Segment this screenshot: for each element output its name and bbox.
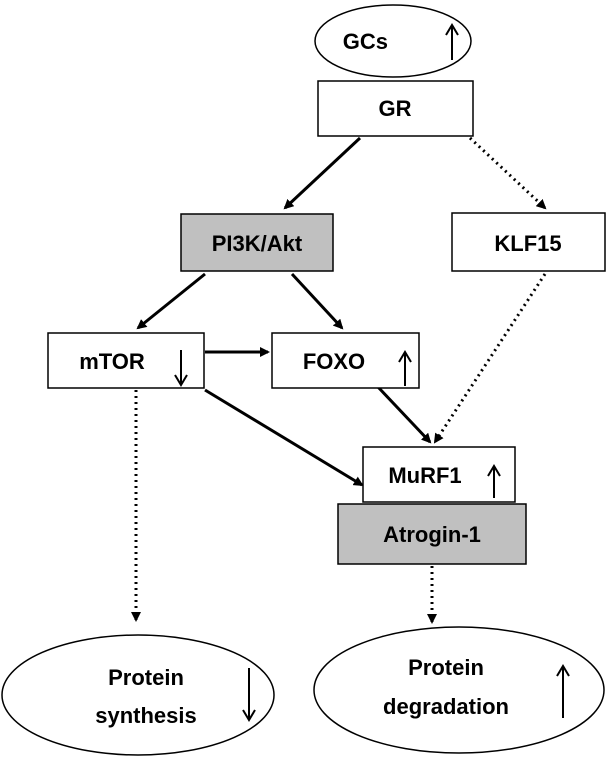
node-pi3k-akt: PI3K/Akt <box>180 213 334 272</box>
gr-label: GR <box>379 96 412 121</box>
node-murf1: MuRF1 <box>362 446 516 503</box>
pi3k-akt-label: PI3K/Akt <box>212 231 303 256</box>
edge-gr-klf15 <box>468 136 547 210</box>
edge-gr-pi3k <box>283 136 362 210</box>
edge-mtor-murf1 <box>204 388 364 487</box>
edge-klf15-murf1 <box>433 273 547 444</box>
protein-synthesis-line1: Protein <box>108 665 184 690</box>
node-protein-synthesis: Protein synthesis <box>1 634 275 756</box>
node-klf15: KLF15 <box>451 212 606 272</box>
down-arrow-icon <box>174 350 188 387</box>
protein-synthesis-line2: synthesis <box>95 703 197 728</box>
gcs-label: GCs <box>343 29 388 54</box>
node-gr: GR <box>317 80 474 137</box>
murf1-label: MuRF1 <box>388 463 461 488</box>
node-gcs: GCs <box>314 4 472 78</box>
foxo-label: FOXO <box>303 349 365 374</box>
node-mtor: mTOR <box>47 332 205 389</box>
up-arrow-icon <box>556 664 570 718</box>
mtor-label: mTOR <box>79 349 145 374</box>
down-arrow-icon <box>242 668 256 722</box>
node-atrogin-1: Atrogin-1 <box>337 503 527 565</box>
node-foxo: FOXO <box>271 332 420 389</box>
edge-pi3k-mtor <box>136 272 206 330</box>
up-arrow-icon <box>445 23 459 60</box>
up-arrow-icon <box>487 464 501 498</box>
protein-degradation-line2: degradation <box>383 694 509 719</box>
klf15-label: KLF15 <box>494 231 561 256</box>
edge-pi3k-foxo <box>290 272 344 330</box>
protein-degradation-line1: Protein <box>408 655 484 680</box>
node-protein-degradation: Protein degradation <box>313 626 605 754</box>
edge-foxo-murf1 <box>376 385 432 444</box>
up-arrow-icon <box>398 350 412 386</box>
atrogin-1-label: Atrogin-1 <box>383 522 481 547</box>
